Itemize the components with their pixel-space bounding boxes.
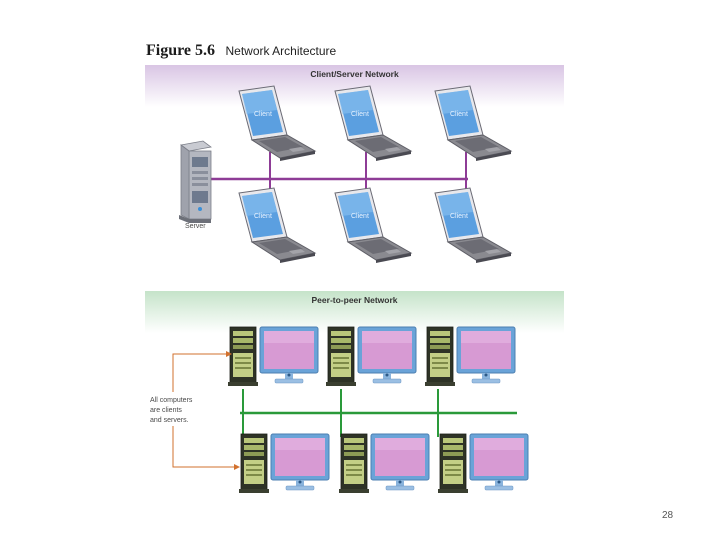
peer-to-peer-header: Peer-to-peer Network — [145, 291, 564, 333]
client-server-diagram: Server Client Client Client Client Clien… — [178, 85, 512, 264]
client-label: Client — [254, 111, 272, 118]
laptop-icon — [334, 85, 412, 162]
peer-to-peer-panel: Peer-to-peer Network — [145, 291, 564, 498]
peer-to-peer-diagram: All computers are clients and servers. — [147, 326, 529, 494]
annotation-background — [147, 392, 205, 426]
client-label: Client — [450, 111, 468, 118]
server-icon — [178, 140, 212, 224]
laptop-icon — [434, 187, 512, 264]
laptop-icon — [238, 85, 316, 162]
laptop-icon — [334, 187, 412, 264]
desktop-computer-icon — [238, 433, 330, 494]
figure-title: Figure 5.6 Network Architecture — [146, 42, 336, 60]
laptop-icon — [434, 85, 512, 162]
annotation-line: All computers — [150, 397, 193, 404]
figure-name: Network Architecture — [225, 44, 337, 58]
annotation-line: are clients — [150, 407, 182, 414]
desktop-computer-icon — [325, 326, 417, 387]
desktop-computer-icon — [437, 433, 529, 494]
client-server-title: Client/Server Network — [310, 69, 399, 79]
desktop-computer-icon — [227, 326, 319, 387]
figure-number: Figure 5.6 — [146, 42, 216, 59]
laptop-icon — [238, 187, 316, 264]
client-label: Client — [351, 111, 369, 118]
page-number: 28 — [662, 510, 674, 521]
client-label: Client — [351, 213, 369, 220]
desktop-computer-icon — [424, 326, 516, 387]
client-label: Client — [254, 213, 272, 220]
desktop-computer-icon — [338, 433, 430, 494]
client-label: Client — [450, 213, 468, 220]
server-label: Server — [185, 223, 206, 230]
peer-to-peer-title: Peer-to-peer Network — [311, 295, 398, 305]
annotation-line: and servers. — [150, 417, 189, 424]
client-server-panel: Client/Server Network — [145, 65, 564, 277]
annotation-text: All computers are clients and servers. — [150, 397, 194, 424]
